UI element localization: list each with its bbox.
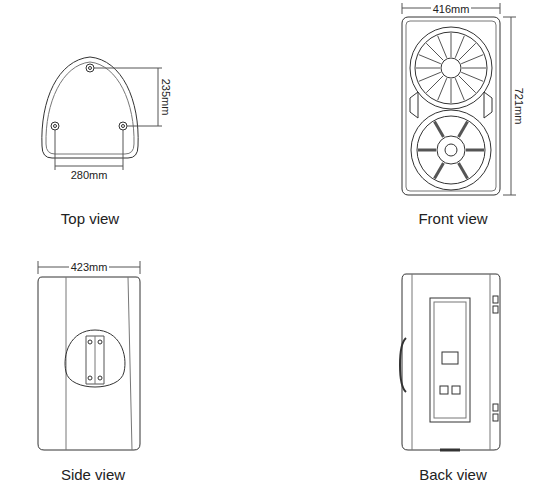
dimension-label: 235mm (160, 77, 172, 118)
grille-spoke (435, 121, 444, 137)
grille-spoke (438, 78, 447, 100)
back-view-outline (400, 274, 500, 450)
grille-spoke (419, 72, 441, 81)
front-view-outline (402, 3, 516, 195)
dimension-label: 721mm (513, 86, 525, 127)
grille-spoke (462, 68, 486, 69)
grille-spoke (459, 76, 476, 93)
grille-spoke (461, 72, 483, 81)
grille-spoke (455, 78, 464, 100)
grille-spoke (455, 36, 464, 58)
view-caption: Top view (59, 211, 121, 228)
dimension-label: 280mm (69, 169, 110, 181)
grille-spoke (459, 121, 468, 137)
view-caption: Side view (59, 467, 127, 484)
grille-spoke (426, 76, 443, 93)
view-caption: Front view (416, 211, 489, 228)
side-view-outline (38, 261, 140, 450)
grille-spoke (459, 163, 468, 179)
grille-spoke (438, 36, 447, 58)
grille-spoke (461, 55, 483, 64)
grille-spoke (418, 149, 436, 152)
grille-spoke (426, 43, 443, 60)
dimension-label: 423mm (69, 261, 110, 273)
grille-spoke (459, 43, 476, 60)
dimension-label: 416mm (431, 3, 472, 15)
view-caption: Back view (417, 467, 489, 484)
grille-spoke (435, 163, 444, 179)
top-view-outline (42, 57, 162, 170)
grille-spoke (466, 149, 484, 152)
grille-spokes (416, 33, 486, 179)
grille-spoke (419, 55, 441, 64)
grille-spoke (451, 33, 452, 57)
grille-spoke (416, 68, 440, 69)
grille-spoke (451, 79, 452, 103)
